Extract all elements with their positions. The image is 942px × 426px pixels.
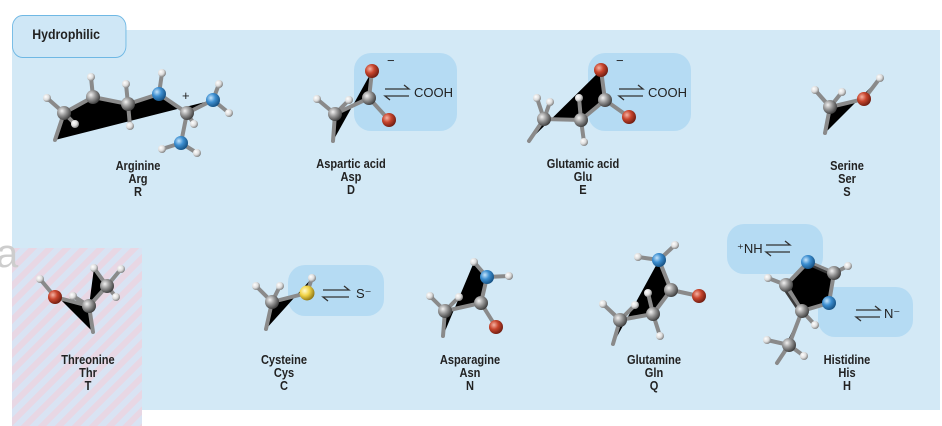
amino-acid-abbr: His: [838, 365, 856, 380]
amino-acid-abbr: Arg: [128, 171, 148, 186]
amino-acid-name: Glutamine: [626, 352, 682, 367]
label-glutamic-acid: Glutamic acid Glu E: [523, 157, 643, 196]
amino-acid-letter: N: [466, 378, 474, 393]
equilibrium-arrows: [321, 84, 882, 322]
oxygen-atoms: [48, 63, 871, 334]
amino-acid-name: Asparagine: [439, 352, 501, 367]
label-asparagine: Asparagine Asn N: [410, 353, 530, 392]
amino-acid-name: Aspartic acid: [316, 156, 386, 171]
amino-acid-abbr: Glu: [573, 169, 593, 184]
hydrogen-atoms: [36, 69, 884, 360]
amino-acid-name: Histidine: [823, 352, 871, 367]
his-form-bottom-label: N⁻: [884, 306, 900, 321]
his-bubble-bottom: [818, 287, 913, 337]
amino-acid-letter: T: [84, 378, 92, 393]
amino-acid-abbr: Asp: [340, 169, 362, 184]
amino-acid-name: Arginine: [115, 158, 161, 173]
his-bubble-top: [727, 224, 823, 274]
glu-form-label: COOH: [648, 85, 687, 100]
asp-form-label: COOH: [414, 85, 453, 100]
sulfur-atoms: [299, 285, 315, 301]
amino-acid-letter: D: [347, 182, 355, 197]
amino-acid-abbr: Cys: [273, 365, 295, 380]
amino-acid-letter: C: [280, 378, 288, 393]
amino-acid-letter: S: [843, 184, 851, 199]
his-form-top-label: ⁺NH: [737, 241, 763, 256]
amino-acid-abbr: Thr: [79, 365, 97, 380]
label-arginine: Arginine Arg R: [78, 159, 198, 198]
amino-acid-abbr: Asn: [459, 365, 481, 380]
nitrogen-atoms: [152, 87, 836, 310]
label-aspartic-acid: Aspartic acid Asp D: [291, 157, 411, 196]
panel-tab-title: Hydrophilic: [12, 15, 127, 58]
cropped-edge-glyph: a: [0, 232, 19, 276]
amino-acid-abbr: Gln: [644, 365, 664, 380]
label-histidine: Histidine His H: [787, 353, 907, 392]
amino-acid-letter: E: [579, 182, 587, 197]
amino-acid-letter: R: [134, 184, 142, 199]
amino-acid-letter: Q: [649, 378, 659, 393]
amino-acid-name: Glutamic acid: [546, 156, 620, 171]
label-serine: Serine Ser S: [787, 159, 907, 198]
cys-form-label: S⁻: [356, 286, 372, 301]
molecule-bonds: [38, 68, 882, 365]
carbon-atoms: [57, 90, 841, 352]
label-cysteine: Cysteine Cys C: [224, 353, 344, 392]
label-threonine: Threonine Thr T: [28, 353, 148, 392]
glu-charge-label: −: [616, 53, 624, 68]
amino-acid-name: Serine: [830, 158, 864, 173]
arg-charge-label: +: [182, 88, 190, 103]
amino-acid-abbr: Ser: [838, 171, 856, 186]
glu-bubble: [588, 53, 691, 131]
highlight-hatch: [12, 248, 142, 426]
label-glutamine: Glutamine Gln Q: [594, 353, 714, 392]
asp-charge-label: −: [387, 53, 395, 68]
amino-acid-letter: H: [843, 378, 851, 393]
amino-acid-name: Threonine: [61, 352, 115, 367]
amino-acid-name: Cysteine: [260, 352, 308, 367]
